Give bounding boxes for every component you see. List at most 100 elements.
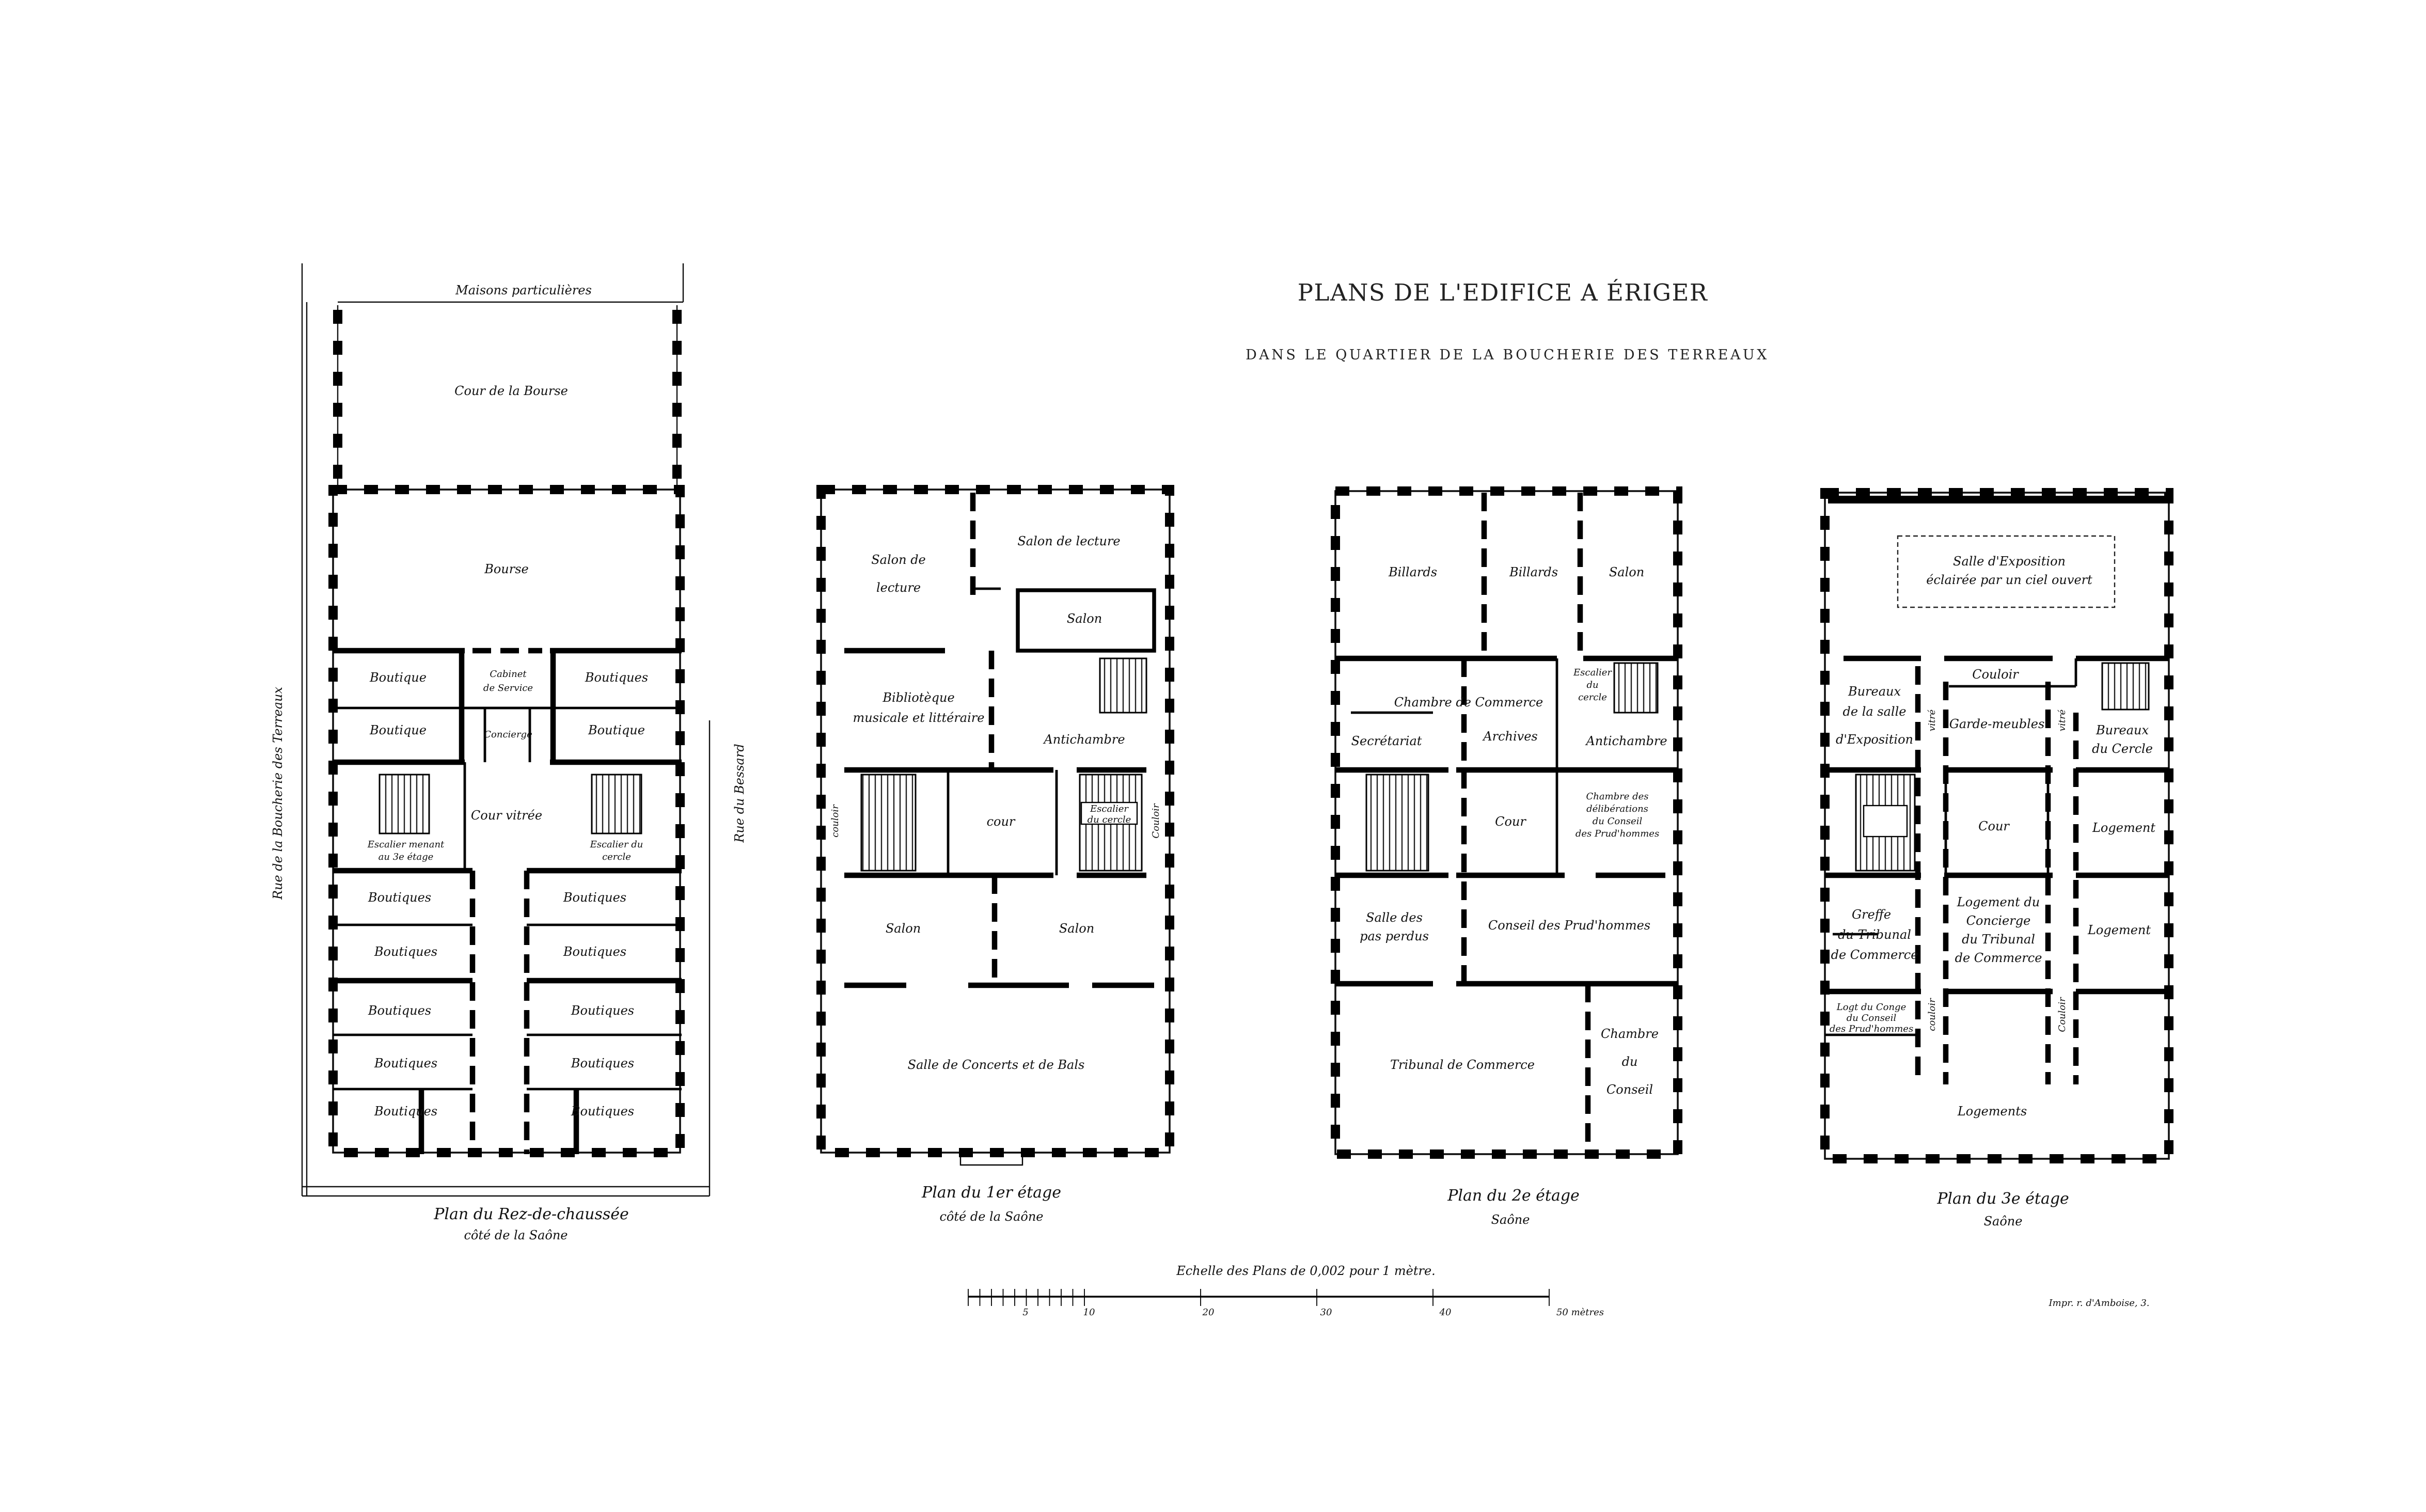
room-label: Boutiques [374,1056,437,1070]
room-label: du Conseil [1593,816,1643,827]
room-label: Cour vitrée [471,808,542,823]
room-label: Bourse [484,562,529,576]
room-label: de Service [483,683,533,694]
room-label: couloir [830,804,841,838]
room-label: Salon [1067,611,1102,626]
room-label: Boutiques [571,1003,634,1018]
room-label: Billards [1509,565,1558,579]
room-label: du [1622,1054,1638,1069]
room-label: de Commerce [1955,951,2042,965]
room-label: Cour de la Bourse [454,384,568,398]
room-label: des Prud'hommes [1830,1023,1913,1034]
room-label: Logements [1957,1104,2027,1119]
room-label: Cour [1978,819,2010,833]
plan-caption: Plan du Rez-de-chaussée [433,1205,629,1223]
room-label: cercle [1578,692,1607,703]
room-label: Antichambre [1043,732,1125,747]
sheet-subtitle: DANS LE QUARTIER DE LA BOUCHERIE DES TER… [1246,347,1769,363]
room-label: Boutiques [368,1003,431,1018]
room-label: Archives [1482,729,1537,744]
room-label: Logement [2087,923,2151,937]
room-label: Salon [1609,565,1644,579]
room-label: Conseil [1606,1082,1653,1097]
room-label: Chambre des [1586,791,1648,802]
room-label: musicale et littéraire [853,711,985,725]
room-label: Concierge [1966,914,2031,928]
room-label: vitré [1927,709,1937,731]
plan-caption: Plan du 1er étage [921,1184,1061,1202]
room-label: cour [987,814,1016,829]
room-label: Boutiques [368,890,431,905]
scale-tick: 20 [1202,1307,1215,1318]
room-label: du [1586,680,1598,690]
plan-caption: Plan du 3e étage [1936,1190,2069,1208]
room-label: Tribunal de Commerce [1390,1058,1535,1072]
room-label: Antichambre [1585,734,1667,748]
room-label: Secrétariat [1351,734,1422,748]
room-label: du Tribunal [1962,932,2035,947]
room-label: Escalier [1573,667,1612,678]
room-label: Salle d'Exposition [1953,554,2066,569]
room-label: Couloir [1972,667,2019,682]
room-label: délibérations [1586,804,1648,814]
room-label: Billards [1388,565,1437,579]
room-label: Bureaux [2096,723,2149,737]
plan-caption: Plan du 2e étage [1447,1187,1580,1205]
imprint: Impr. r. d'Amboise, 3. [2048,1298,2149,1309]
room-label: cercle [602,852,631,862]
plan-caption-sub: Saône [1984,1214,2023,1228]
room-label: Logement [2092,821,2155,835]
room-label: éclairée par un ciel ouvert [1926,573,2092,587]
sheet-title: PLANS DE L'EDIFICE A ÉRIGER [1298,279,1708,306]
room-label: d'Exposition [1836,732,1913,747]
room-label: Boutiques [563,944,626,959]
room-label: Salle des [1366,910,1423,925]
street-label-right: Rue du Bessard [732,744,747,843]
room-label: Salle de Concerts et de Bals [908,1058,1085,1072]
room-label: au 3e étage [379,852,434,862]
plan-first-floor: Salon de lecture Salon de lecture Salon … [816,485,1174,1224]
room-label: Salon [1059,921,1094,936]
room-label: Conseil des Prud'hommes [1488,918,1650,933]
room-label: Boutique [369,670,427,685]
room-label: du Cercle [2092,742,2153,756]
room-label: Logement du [1957,895,2040,909]
room-label: Boutiques [563,890,626,905]
room-label: Escalier [1090,804,1129,814]
room-label: Boutiques [374,1104,437,1119]
room-label: Greffe [1852,907,1891,922]
room-label: Bureaux [1848,684,1901,699]
room-label: du cercle [1088,814,1131,825]
street-label-left: Rue de la Boucherie des Terreaux [271,686,285,900]
room-label: de la salle [1843,704,1907,719]
room-label: Boutiques [571,1104,634,1119]
room-label: du Conseil [1847,1013,1897,1023]
plan-ground-floor: Maisons particulières Rue de la Boucheri… [271,263,747,1242]
plan-third-floor: Salle d'Exposition éclairée par un ciel … [1820,488,2173,1228]
room-label: Boutique [588,723,645,737]
room-label: vitré [2057,709,2068,731]
scale-tick: 5 [1022,1307,1028,1318]
room-label: Boutiques [374,944,437,959]
room-label: Escalier menant [367,839,445,850]
scale-label: Echelle des Plans de 0,002 pour 1 mètre. [1176,1264,1436,1278]
room-label: Bibliotèque [882,690,954,705]
room-label: couloir [1927,998,1937,1031]
room-label: Boutiques [585,670,648,685]
room-label: Salon de [871,553,926,567]
room-label: Chambre [1601,1027,1659,1041]
plan-second-floor: Billards Billards Salon Chambre de Comme… [1331,486,1682,1227]
scale-bar: Echelle des Plans de 0,002 pour 1 mètre.… [968,1264,1604,1318]
plan-caption-sub: côté de la Saône [464,1228,568,1242]
room-label: Escalier du [590,839,643,850]
room-label: Cabinet [490,669,527,680]
room-label: Chambre de Commerce [1394,695,1543,710]
street-label-top: Maisons particulières [455,283,592,297]
room-label: Concierge [484,729,532,740]
room-label: Couloir [1151,803,1161,839]
scale-tick: 30 [1320,1307,1332,1318]
room-label: Boutique [369,723,427,737]
plan-caption-sub: Saône [1491,1212,1530,1227]
room-label: lecture [876,580,921,595]
